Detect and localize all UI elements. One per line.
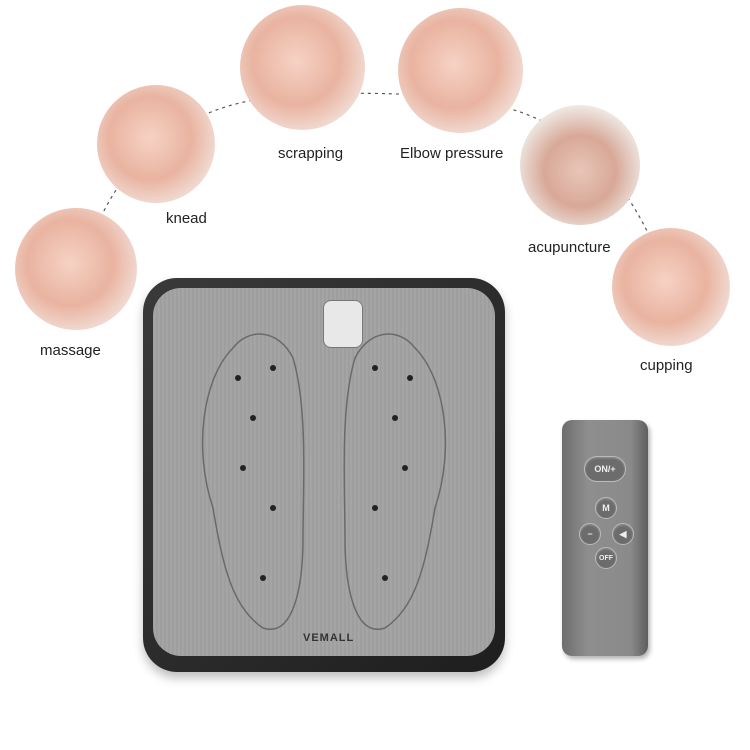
knead-photo [97,85,215,203]
volume-button[interactable]: ◀ [612,523,634,545]
mode-button[interactable]: M [595,497,617,519]
remote-control: ON/+ M − ◀ OFF [562,420,648,656]
brand-logo: VEMALL [303,632,355,644]
acupuncture-photo [520,105,640,225]
mat-surface: VEMALL [153,288,495,656]
elbow-pressure-photo [398,8,523,133]
foot-massage-mat: VEMALL [143,278,505,672]
elbow-pressure-label: Elbow pressure [400,145,504,162]
minus-button[interactable]: − [579,523,601,545]
scrapping-photo [240,5,365,130]
cupping-photo [612,228,730,346]
acupuncture-label: acupuncture [528,239,611,256]
massage-label: massage [40,342,101,359]
scrapping-label: scrapping [278,145,344,162]
massage-photo [15,208,137,330]
power-switch[interactable] [323,300,363,348]
on-plus-button[interactable]: ON/+ [584,456,626,482]
off-button[interactable]: OFF [595,547,617,569]
knead-label: knead [166,210,207,227]
cupping-label: cupping [640,357,693,374]
foot-reflexology-diagram [201,333,447,631]
